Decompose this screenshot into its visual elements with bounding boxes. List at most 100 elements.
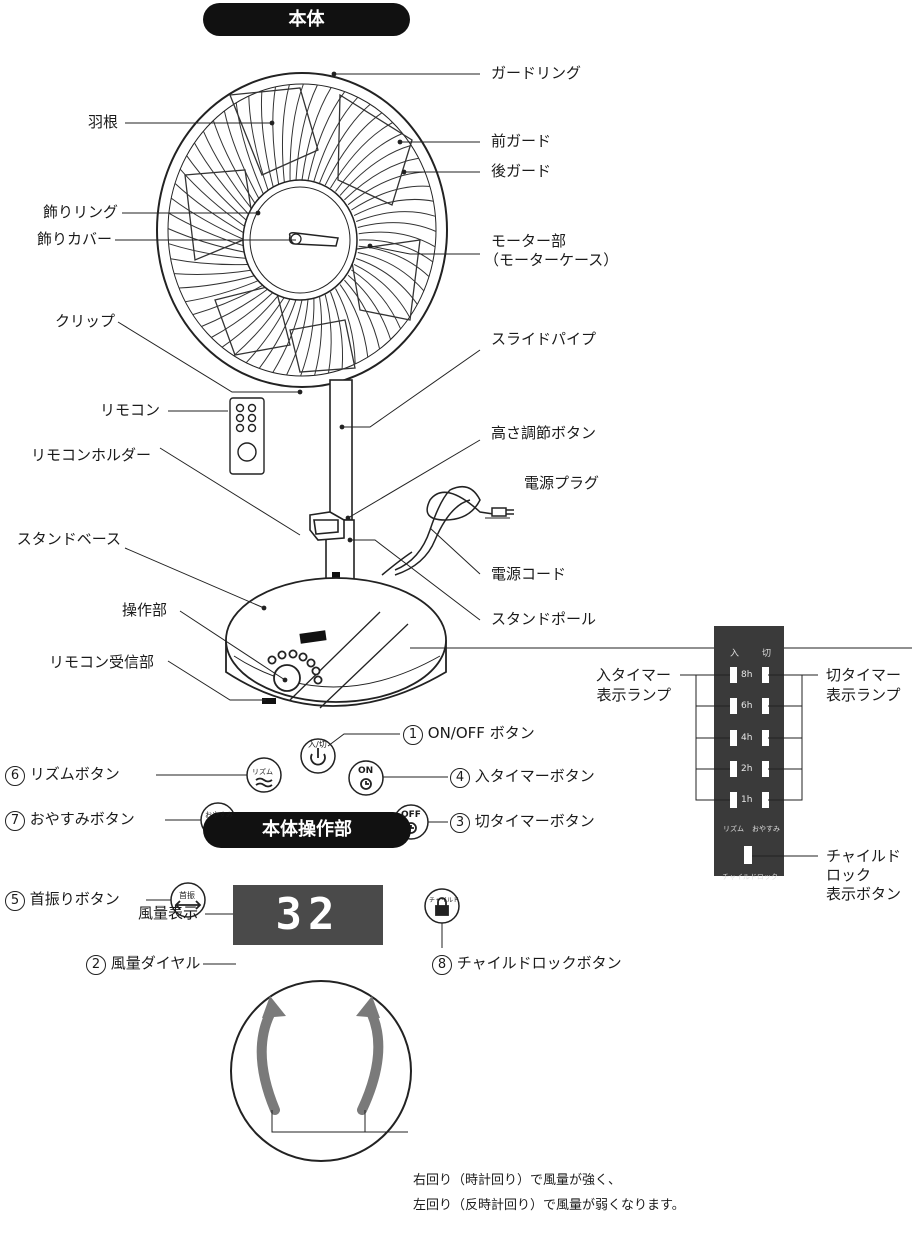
num-5: 5 [5, 891, 25, 911]
swing-button[interactable]: 首振 [179, 891, 195, 900]
guard-ring [156, 72, 448, 388]
guard-wire [335, 288, 356, 365]
guard-wire [300, 298, 315, 377]
label-on-timer-text: 入タイマーボタン [474, 767, 595, 785]
guard-wire [170, 197, 246, 241]
label-rear-guard: 後ガード [491, 162, 552, 180]
off-lamp-label-1: 切タイマー [826, 666, 902, 684]
label-dial: 2 風量ダイヤル [86, 954, 200, 975]
num-4: 4 [450, 768, 470, 788]
label-height-button: 高さ調節ボタン [491, 424, 597, 442]
timer-lamp [730, 792, 737, 808]
guard-wire [248, 95, 269, 192]
dial-note-line-1: 右回り（時計回り）で風量が強く、 [413, 1173, 622, 1188]
guard-wire [272, 86, 280, 186]
dial [230, 980, 412, 1162]
guard-wire [344, 157, 419, 201]
guard-wire [168, 212, 246, 247]
guard-wire [339, 284, 369, 358]
label-power-plug: 電源プラグ [524, 474, 600, 492]
label-deco-ring: 飾りリング [42, 203, 118, 221]
label-remote-holder: リモコンホルダー [30, 446, 151, 464]
timer-lamp [730, 730, 737, 746]
guard-wire [185, 279, 260, 303]
guard-wire [353, 263, 411, 318]
label-remote-receiver: リモコン受信部 [48, 653, 154, 671]
timer-lamp [762, 792, 769, 808]
stand-base-illustration [225, 577, 447, 709]
child-lock-lamp [744, 846, 752, 864]
leader-lines [115, 73, 912, 701]
button-circles [170, 738, 460, 924]
guard-wire [286, 299, 309, 376]
guard-wire [245, 298, 291, 364]
label-front-guard: 前ガード [491, 132, 552, 150]
guard-wire [357, 222, 437, 232]
guard-wire [233, 296, 285, 357]
timer-hour-label: 2h [741, 764, 753, 774]
guard-wire [170, 258, 250, 266]
label-blade: 羽根 [87, 113, 118, 131]
power-cord-illustration [381, 485, 514, 576]
display-label: 風量表示 [137, 904, 198, 922]
guard-wire [221, 294, 280, 348]
guard-wire [351, 269, 402, 329]
timer-hour-label: 4h [741, 733, 753, 743]
num-8: 8 [432, 955, 452, 975]
wind-level-display [233, 885, 383, 945]
guard-wire [344, 279, 381, 350]
guard-wire [347, 274, 392, 340]
guard-wire [330, 291, 344, 370]
label-dial-text: 風量ダイヤル [110, 954, 201, 972]
label-clip: クリップ [54, 312, 115, 330]
off-timer-button[interactable]: OFF [401, 810, 421, 820]
wind-dial[interactable] [231, 981, 411, 1161]
timer-footer-left: リズム [723, 825, 744, 833]
on-timer-button[interactable]: ON [358, 766, 374, 776]
label-off-timer-text: 切タイマーボタン [474, 812, 595, 830]
guard-wire [295, 84, 318, 181]
label-motor-case: （モーターケース） [484, 251, 619, 269]
dial-note-line-2: 左回り（反時計回り）で風量が弱くなります。 [413, 1198, 685, 1213]
timer-lamp [762, 730, 769, 746]
sleep-button[interactable]: おやすみ [205, 811, 233, 819]
guard-wire [260, 90, 274, 189]
child-lamp-label-2: ロック [826, 866, 872, 884]
timer-lamp [730, 667, 737, 683]
guard-wire [201, 288, 269, 327]
guard-wire [211, 291, 274, 338]
guard-wire [202, 131, 253, 211]
motor-hub [288, 232, 339, 247]
label-child-lock: 8 チャイルドロックボタン [432, 954, 622, 975]
timer-header-off: 切 [762, 649, 772, 659]
guard-wire [330, 122, 393, 189]
label-sleep-text: おやすみボタン [29, 810, 135, 828]
timer-header-on: 入 [730, 649, 740, 659]
guard-wire [192, 284, 265, 316]
guard-wire [223, 110, 261, 201]
guard-wire [357, 252, 425, 292]
child-lock-button[interactable]: チャイルド [429, 897, 459, 904]
leader-dots [255, 71, 407, 683]
rhythm-button[interactable]: リズム [252, 768, 273, 776]
label-rhythm: 6 リズムボタン [5, 765, 120, 786]
guard-wire [339, 144, 412, 196]
label-rhythm-text: リズムボタン [29, 765, 120, 783]
label-off-timer: 3 切タイマーボタン [450, 812, 595, 833]
on-off-button[interactable]: 入/切 [308, 740, 327, 749]
child-lamp-label-3: 表示ボタン [826, 885, 902, 903]
guard-wire [324, 112, 383, 186]
timer-hour-label: 6h [741, 701, 753, 711]
guard-wire [301, 87, 332, 181]
button-leaders [146, 733, 448, 1133]
section-header-body: 本体 [203, 3, 410, 36]
label-swing: 5 首振りボタン [5, 890, 120, 911]
label-guard-ring: ガードリング [491, 64, 582, 82]
child-lamp-label-1: チャイルド [826, 847, 901, 865]
label-stand-base: スタンドベース [16, 530, 121, 548]
guard-wire [168, 243, 248, 259]
guard-wire [272, 299, 303, 373]
num-2: 2 [86, 955, 106, 975]
guard-wire [358, 239, 434, 263]
num-3: 3 [450, 813, 470, 833]
